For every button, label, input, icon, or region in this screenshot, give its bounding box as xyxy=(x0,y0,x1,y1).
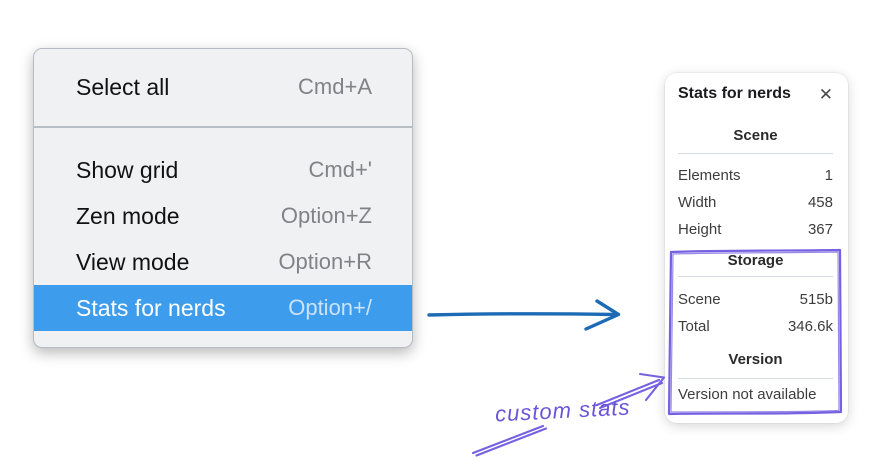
annotation-label: custom stats xyxy=(494,394,632,427)
menu-item-label: Zen mode xyxy=(76,202,180,229)
section-header-scene: Scene xyxy=(733,127,778,144)
stat-value: 458 xyxy=(807,194,833,211)
menu-item-show-grid[interactable]: Show grid Cmd+' xyxy=(34,147,412,193)
menu-item-shortcut: Option+Z xyxy=(280,203,372,228)
menu-item-stats-for-nerds[interactable]: Stats for nerds Option+/ xyxy=(34,285,412,331)
menu-item-shortcut: Cmd+' xyxy=(308,157,373,182)
menu-item-view-mode[interactable]: View mode Option+R xyxy=(34,239,412,285)
stat-value: 346.6k xyxy=(787,318,833,335)
divider xyxy=(678,153,833,154)
stat-label: Total xyxy=(678,318,710,335)
context-menu-section-bottom: Show grid Cmd+' Zen mode Option+Z View m… xyxy=(34,128,412,341)
section-header-version: Version xyxy=(728,351,783,368)
stat-label: Height xyxy=(678,221,722,238)
stats-panel-header: Stats for nerds ✕ xyxy=(678,85,833,103)
stat-label: Scene xyxy=(678,291,721,308)
context-menu: Select all Cmd+A Show grid Cmd+' Zen mod… xyxy=(33,48,413,348)
stats-panel-title: Stats for nerds xyxy=(678,85,791,102)
menu-item-shortcut: Option+R xyxy=(278,249,372,274)
menu-item-zen-mode[interactable]: Zen mode Option+Z xyxy=(34,193,412,239)
stat-value: 515b xyxy=(799,291,833,308)
divider xyxy=(678,276,833,277)
stat-row-elements: Elements 1 xyxy=(678,162,833,189)
menu-item-label: View mode xyxy=(76,248,190,275)
section-header-storage: Storage xyxy=(727,252,784,269)
stat-label: Width xyxy=(678,194,717,211)
version-status-text: Version not available xyxy=(678,386,817,403)
stat-row-width: Width 458 xyxy=(678,189,833,216)
menu-item-shortcut: Cmd+A xyxy=(298,74,372,99)
menu-item-select-all[interactable]: Select all Cmd+A xyxy=(34,64,412,110)
context-menu-section-top: Select all Cmd+A xyxy=(34,49,412,126)
stat-row-height: Height 367 xyxy=(678,216,833,243)
stat-value: 1 xyxy=(824,167,833,184)
menu-separator xyxy=(34,126,412,128)
close-icon[interactable]: ✕ xyxy=(818,84,833,104)
menu-item-label: Stats for nerds xyxy=(76,294,226,321)
divider xyxy=(678,378,833,379)
menu-item-label: Show grid xyxy=(76,156,179,183)
menu-item-label: Select all xyxy=(76,73,170,100)
stat-value: 367 xyxy=(807,221,833,238)
stats-panel: Stats for nerds ✕ Scene Elements 1 Width… xyxy=(665,73,848,423)
blue-arrow xyxy=(427,299,621,331)
stat-label: Elements xyxy=(678,167,741,184)
menu-item-shortcut: Option+/ xyxy=(288,295,372,320)
stat-row-scene-storage: Scene 515b xyxy=(678,286,833,313)
stat-row-total-storage: Total 346.6k xyxy=(678,313,833,340)
